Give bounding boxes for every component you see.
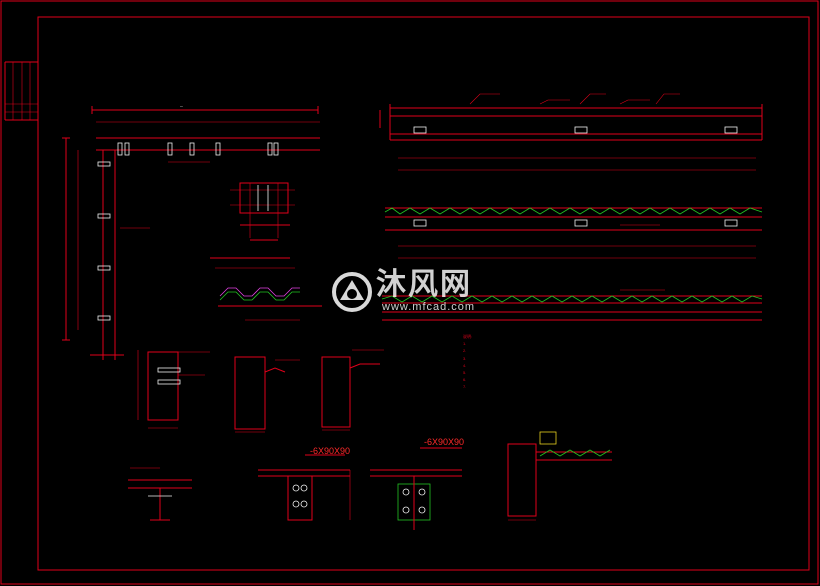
notes-line: 6.: [463, 377, 467, 383]
detail-beam-section: [128, 467, 192, 521]
beam-elevation-2: [384, 207, 763, 259]
notes-line: 4.: [463, 362, 467, 368]
detail-column-3: [321, 349, 384, 431]
l-plan-bolts: [97, 142, 279, 321]
detail-column-1: [137, 350, 210, 429]
detail-title-a: -6X90X90: [310, 446, 350, 456]
watermark-text: 沐风网: [376, 267, 472, 302]
title-strip: [4, 61, 38, 121]
watermark: 沐风网 www.mfcad.com: [330, 268, 500, 318]
watermark-logo-icon: [332, 272, 372, 312]
detail-column-2: [234, 356, 300, 433]
beam-elevation-3: [381, 289, 763, 321]
notes-line: 7.: [463, 384, 467, 390]
general-notes: 说明: 1. 2. 3. 4. 5. 6. 7.: [463, 333, 633, 391]
inner-border: [37, 16, 810, 571]
dimension-ticks: ─: [179, 104, 183, 109]
notes-line: 2.: [463, 348, 467, 354]
l-plan: [62, 106, 320, 360]
detail-column-4: [507, 431, 612, 521]
small-bolt-detail: [230, 182, 295, 241]
notes-line: 3.: [463, 355, 467, 361]
notes-line: 说明:: [463, 334, 473, 339]
watermark-url: www.mfcad.com: [382, 301, 476, 313]
deck-profile: [210, 257, 322, 321]
beam-elevation-1: [379, 93, 763, 171]
notes-line: 1.: [463, 341, 467, 347]
svg-text:─: ─: [179, 104, 183, 109]
detail-plate-b: [370, 447, 462, 530]
detail-plate-a: [258, 454, 351, 521]
notes-line: 5.: [463, 370, 467, 376]
detail-title-b: -6X90X90: [424, 437, 464, 447]
